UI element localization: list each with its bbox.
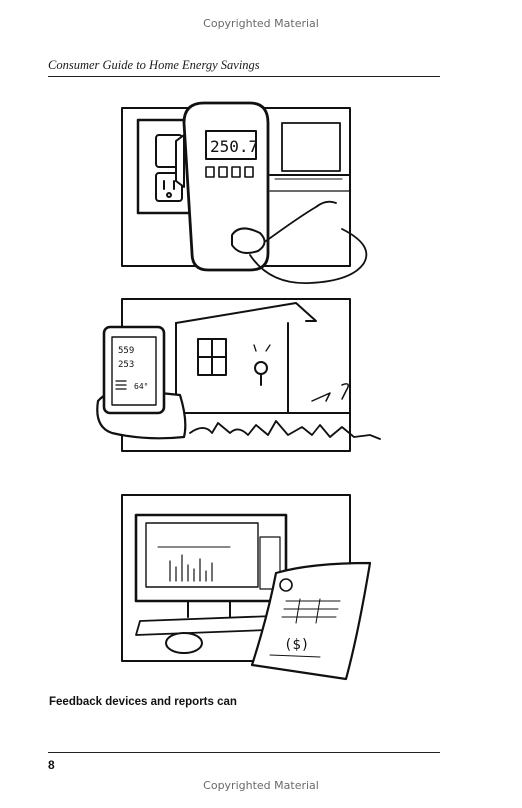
computer-monitor-icon: [134, 513, 288, 618]
energy-bill-icon: ($): [250, 561, 372, 681]
figure-caption: Feedback devices and reports can: [49, 696, 237, 708]
power-cord-icon: [231, 200, 368, 284]
footer-rule: [48, 752, 440, 753]
dollar-sign-icon: ($): [284, 637, 309, 653]
grass-icon: [189, 420, 381, 440]
monitor-reading-1: 559: [118, 346, 134, 356]
home-energy-monitor-illustration: 559 253 64°: [96, 298, 381, 452]
illustration-figure: 250.7: [80, 95, 420, 695]
window-icon: [197, 338, 227, 376]
page-number: 8: [48, 758, 55, 772]
plug-in-meter-illustration: 250.7: [121, 101, 368, 284]
copyright-bottom: Copyrighted Material: [203, 779, 319, 792]
mouse-icon: [165, 632, 203, 654]
monitor-reading-3: 64°: [134, 382, 148, 391]
energy-monitor-icon: 559 253 64°: [96, 325, 187, 440]
outdoor-thermostat-icon: [253, 344, 271, 386]
header-rule: [48, 76, 440, 77]
meter-display-reading: 250.7: [210, 137, 258, 156]
monitor-reading-2: 253: [118, 360, 134, 370]
computer-and-bill-illustration: ($): [121, 494, 372, 681]
copyright-top: Copyrighted Material: [203, 17, 319, 30]
running-header: Consumer Guide to Home Energy Savings: [48, 58, 260, 72]
